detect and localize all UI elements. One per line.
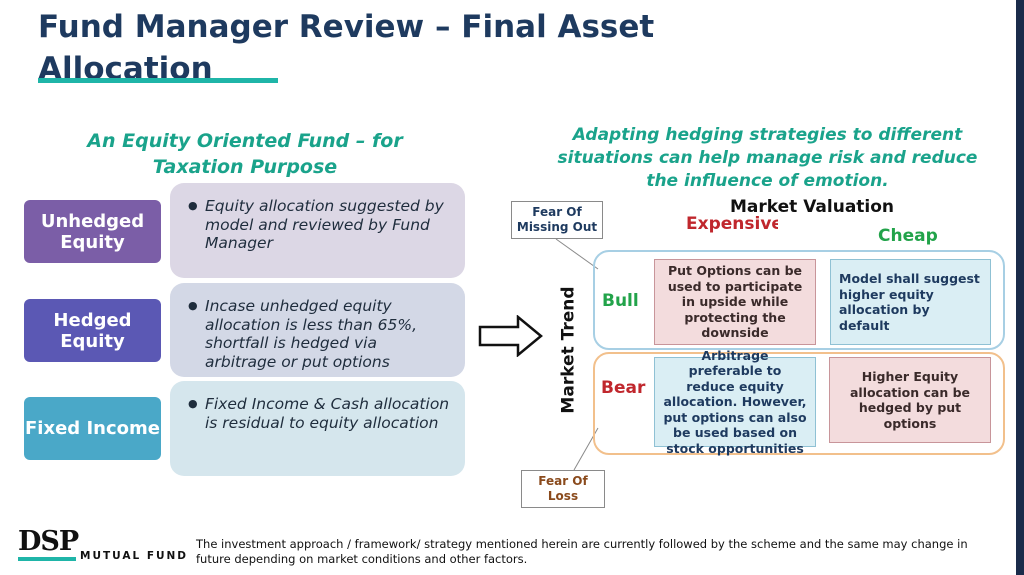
logo-brand: DSP — [18, 526, 79, 557]
disclaimer-text: The investment approach / framework/ str… — [196, 537, 968, 566]
bull-cheap-cell: Model shall suggest higher equity alloca… — [830, 259, 991, 345]
hedged-equity-box: Hedged Equity — [24, 299, 161, 362]
fear-of-missing-out-callout: Fear Of Missing Out — [511, 201, 603, 239]
hedged-equity-description: Incase unhedged equity allocation is les… — [205, 297, 417, 371]
market-trend-label: Market Trend — [558, 286, 579, 414]
fixed-income-description-panel: ● Fixed Income & Cash allocation is resi… — [170, 381, 465, 476]
fixed-income-description: Fixed Income & Cash allocation is residu… — [205, 395, 450, 432]
fear-of-loss-callout: Fear Of Loss — [521, 470, 605, 508]
bear-expensive-cell: Arbitrage preferable to reduce equity al… — [654, 348, 816, 456]
bear-label: Bear — [601, 378, 646, 398]
bull-expensive-cell: Put Options can be used to participate i… — [654, 259, 816, 345]
unhedged-equity-box: Unhedged Equity — [24, 200, 161, 263]
market-valuation-label: Market Valuation — [730, 197, 895, 217]
left-heading: An Equity Oriented Fund – for Taxation P… — [87, 130, 403, 178]
fixed-income-box: Fixed Income — [24, 397, 161, 460]
hedged-equity-description-panel: ● Incase unhedged equity allocation is l… — [170, 283, 465, 377]
bull-row-frame — [593, 250, 1005, 350]
fomo-connector-line — [555, 238, 599, 270]
unhedged-equity-description-panel: ● Equity allocation suggested by model a… — [170, 183, 465, 278]
right-edge-bar — [1016, 0, 1024, 575]
right-heading: Adapting hedging strategies to different… — [557, 125, 978, 191]
bull-label: Bull — [602, 291, 639, 311]
bear-cheap-cell: Higher Equity allocation can be hedged b… — [829, 357, 991, 443]
logo-underline — [18, 557, 76, 561]
unhedged-equity-description: Equity allocation suggested by model and… — [205, 197, 444, 252]
bullet-icon: ● — [188, 397, 198, 410]
page-title: Fund Manager Review – Final Asset Alloca… — [38, 9, 655, 87]
dsp-mutual-fund-logo: DSP MUTUAL FUND — [18, 526, 198, 570]
logo-subtitle: MUTUAL FUND — [80, 550, 189, 562]
bullet-icon: ● — [188, 199, 198, 212]
bear-row-frame — [593, 352, 1005, 455]
bullet-icon: ● — [188, 299, 198, 312]
title-underline — [38, 78, 278, 83]
expensive-label: Expensive — [686, 214, 778, 234]
cheap-label: Cheap — [878, 226, 938, 246]
right-arrow-icon — [478, 315, 543, 357]
